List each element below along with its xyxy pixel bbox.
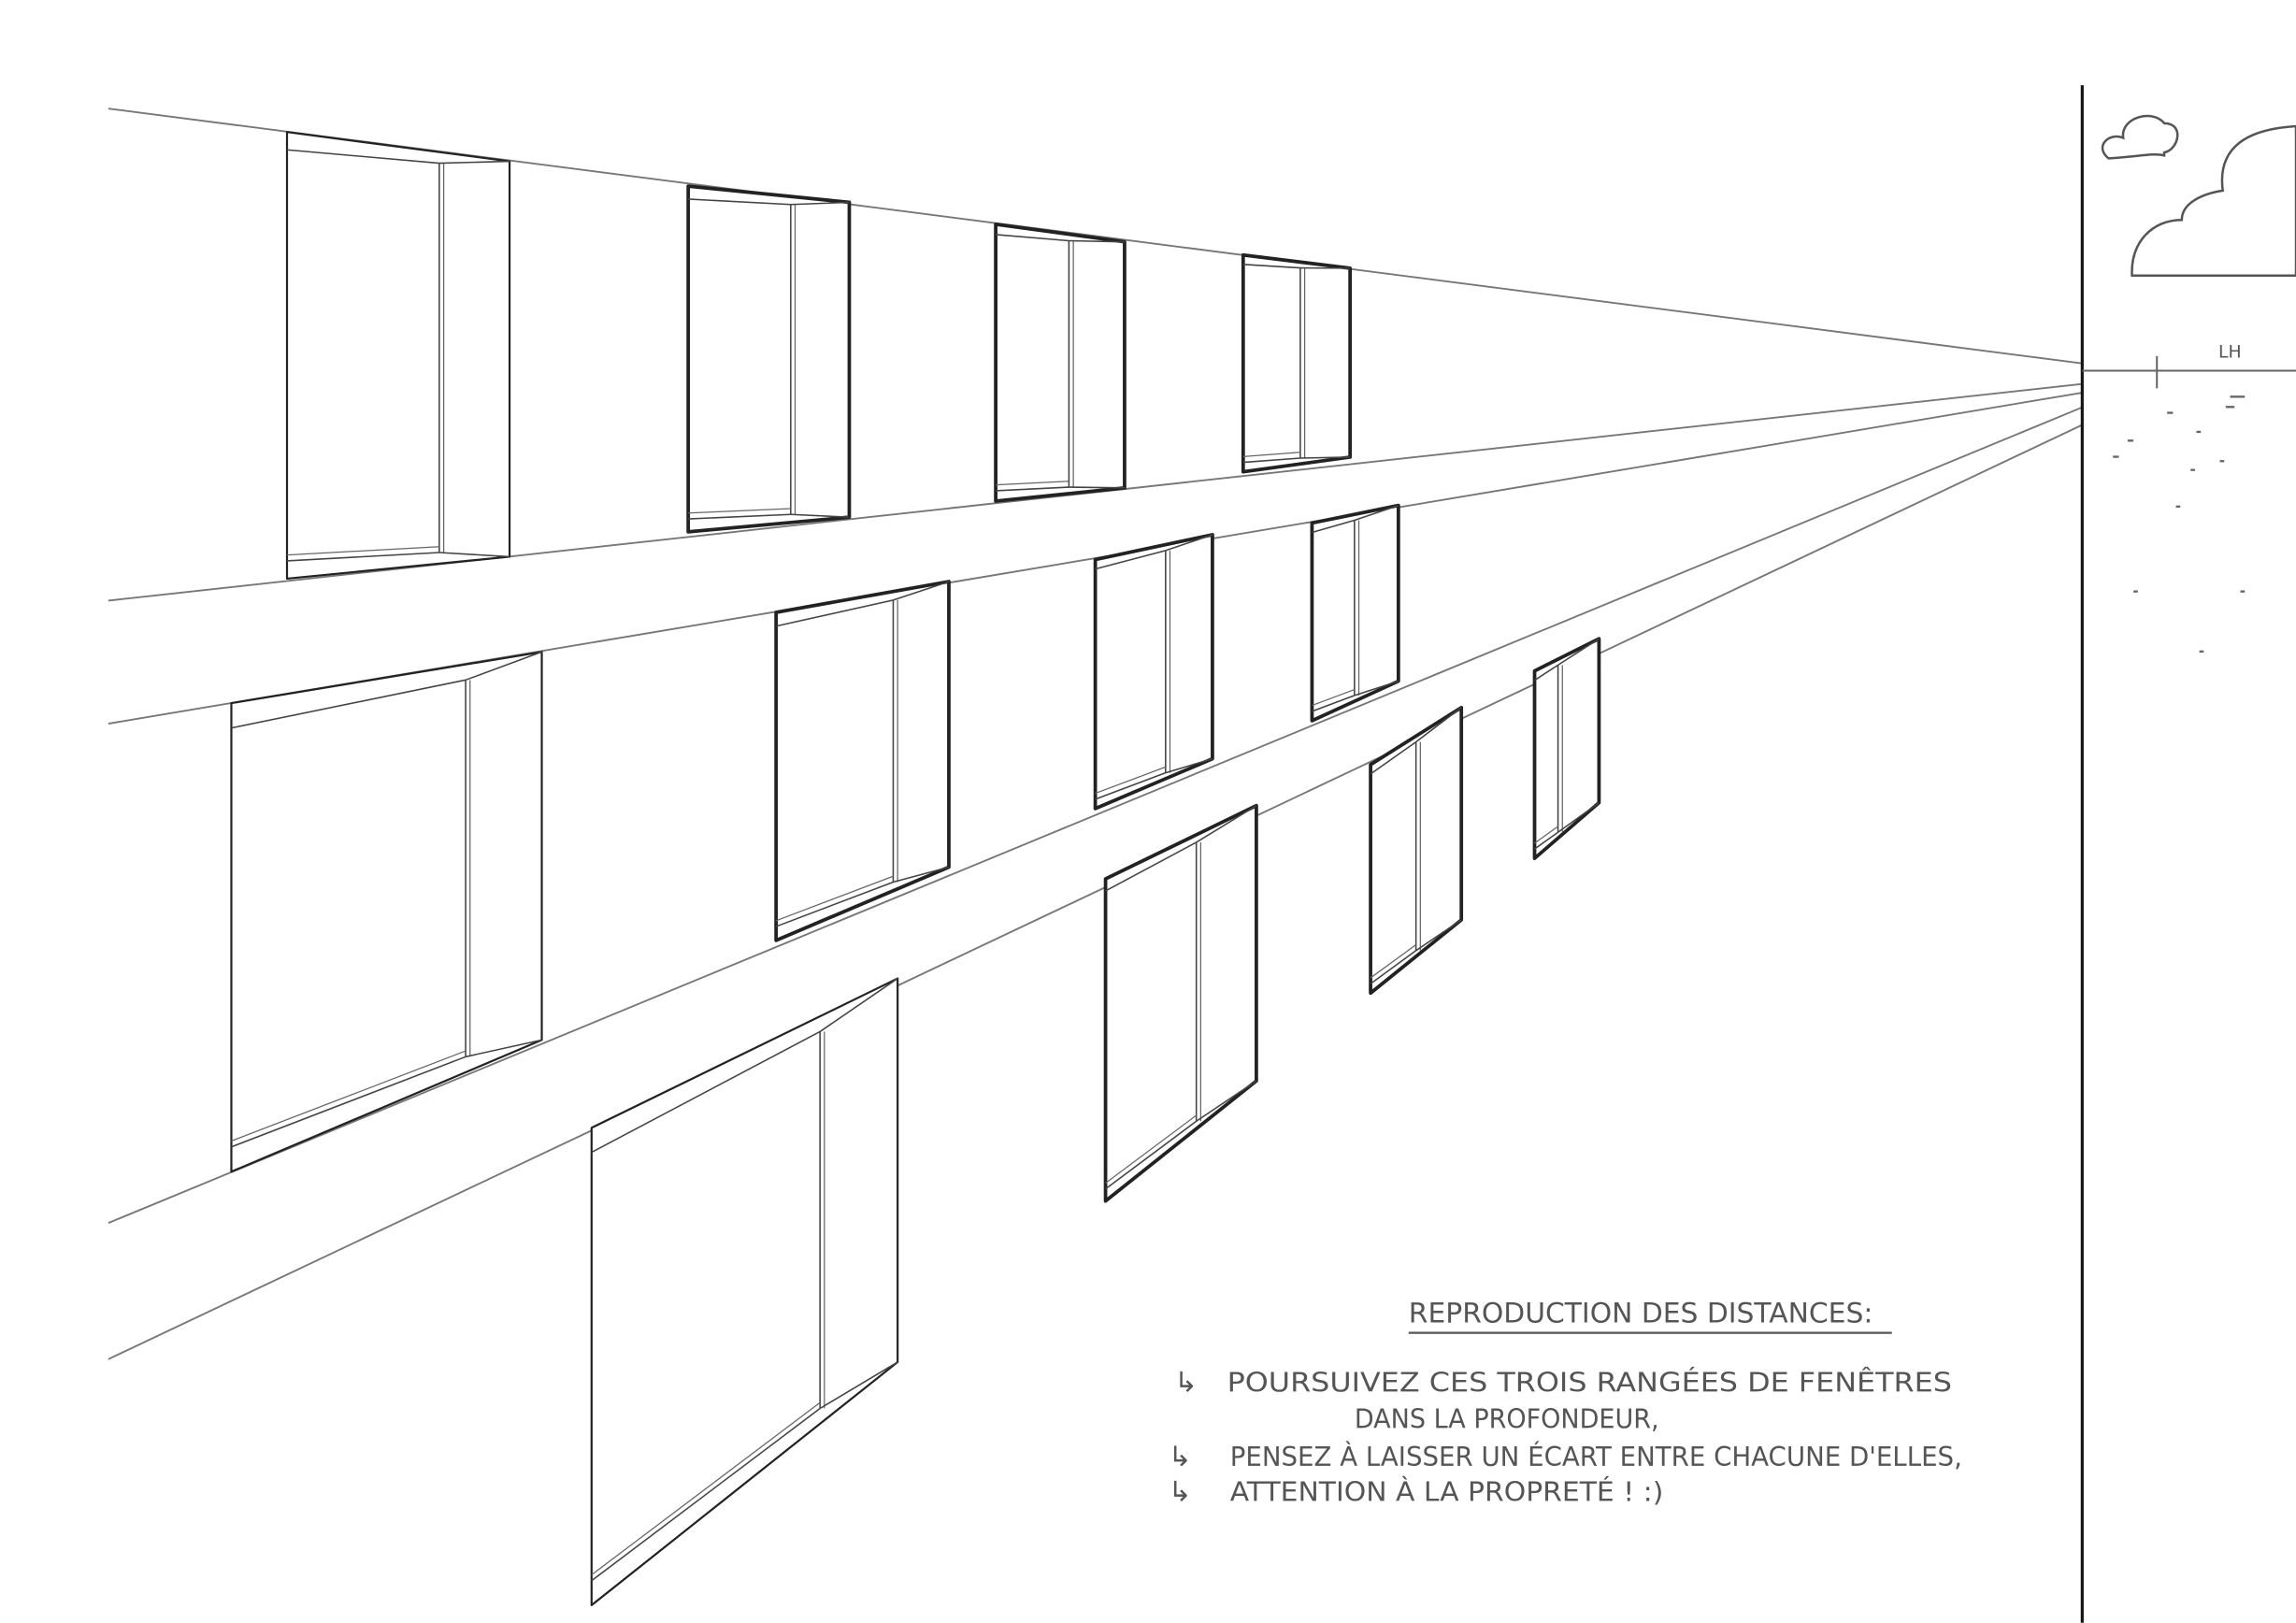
window — [994, 223, 1126, 503]
window — [1310, 503, 1400, 723]
horizon-label: LH — [2218, 342, 2242, 362]
window-rows — [230, 131, 1601, 1607]
window — [686, 184, 852, 534]
window — [1093, 533, 1214, 811]
cloud-icon — [2101, 114, 2296, 277]
bullet-arrow-icon: ↳ — [1174, 1366, 1198, 1399]
ground-marks — [2113, 395, 2246, 654]
instruction-3: Attention à la propreté ! :) — [1230, 1476, 1664, 1508]
instructions: Reproduction des distances: ↳ Poursuivez… — [1169, 1298, 1962, 1509]
vanishing-line — [108, 424, 2083, 1360]
window — [285, 131, 511, 581]
instruction-2: Pensez à laisser un écart entre chacune … — [1230, 1441, 1962, 1472]
window — [1532, 637, 1601, 861]
window — [1369, 705, 1464, 996]
window — [1103, 803, 1258, 1203]
window — [774, 580, 951, 942]
instruction-1-continued: dans la profondeur, — [1355, 1403, 1659, 1434]
bullet-arrow-icon: ↳ — [1169, 1441, 1192, 1473]
window — [590, 977, 899, 1607]
bullet-arrow-icon: ↳ — [1169, 1476, 1192, 1509]
window — [230, 651, 543, 1173]
vanishing-line — [108, 406, 2083, 1225]
instruction-1: Poursuivez ces trois rangées de fenêtres — [1227, 1366, 1952, 1398]
window — [1241, 252, 1353, 474]
instructions-title: Reproduction des distances: — [1409, 1298, 1873, 1330]
